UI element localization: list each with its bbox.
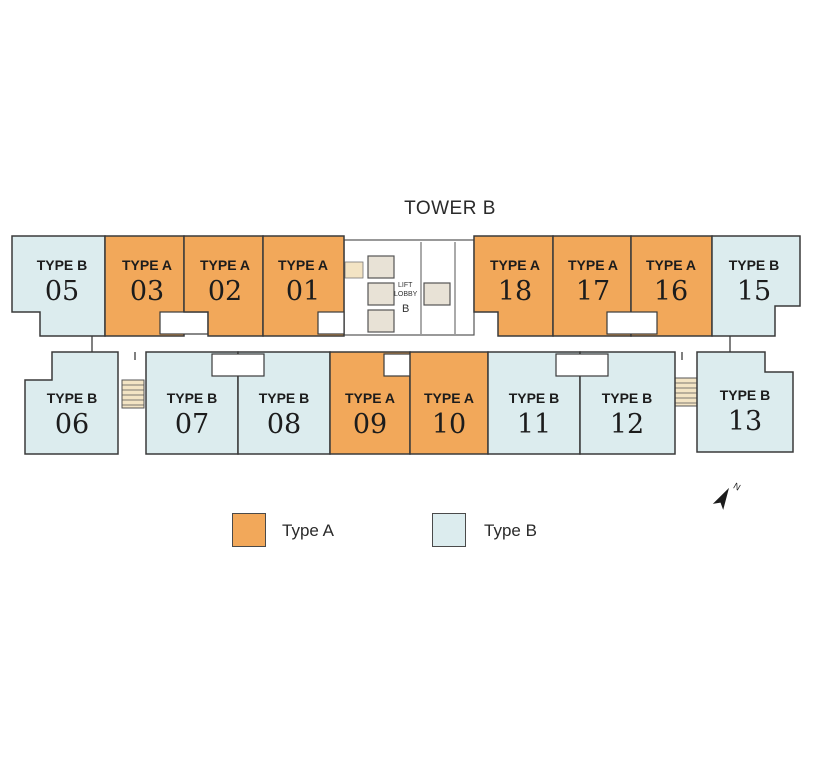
- unit-12-type: TYPE B: [602, 390, 653, 406]
- unit-08-number: 08: [267, 409, 301, 440]
- unit-07[interactable]: TYPE B 07: [145, 351, 239, 455]
- unit-10-type: TYPE A: [424, 390, 474, 406]
- legend-label-type-a: Type A: [282, 521, 334, 540]
- unit-09-type: TYPE A: [345, 390, 395, 406]
- corridor: [95, 335, 705, 355]
- legend-swatch-type-b: [432, 513, 466, 547]
- unit-03-shape: [104, 235, 185, 337]
- unit-18-type: TYPE A: [490, 257, 540, 273]
- unit-16[interactable]: TYPE A 16: [606, 235, 713, 337]
- unit-06[interactable]: TYPE B 06: [24, 351, 119, 455]
- unit-18[interactable]: TYPE A 18: [473, 235, 554, 337]
- unit-13-shape: [696, 351, 794, 453]
- legend-label-type-b: Type B: [484, 521, 537, 540]
- lift-core-outline: [343, 239, 475, 336]
- unit-11-type: TYPE B: [509, 390, 560, 406]
- unit-08-type: TYPE B: [259, 390, 310, 406]
- unit-12[interactable]: TYPE B 12: [555, 351, 676, 455]
- unit-05-number: 05: [45, 276, 79, 307]
- svg-text:N: N: [732, 481, 743, 493]
- unit-17-number: 17: [576, 276, 610, 307]
- unit-06-type: TYPE B: [47, 390, 98, 406]
- lift-shaft-4: [423, 282, 451, 306]
- unit-01-number: 01: [286, 276, 320, 307]
- lift-shaft-1: [367, 255, 395, 279]
- unit-02-number: 02: [208, 276, 242, 307]
- unit-07-type: TYPE B: [167, 390, 218, 406]
- unit-02[interactable]: TYPE A 02: [183, 235, 264, 337]
- unit-13-number: 13: [728, 406, 762, 437]
- north-arrow-icon: N: [712, 481, 743, 510]
- unit-17[interactable]: TYPE A 17: [552, 235, 632, 337]
- tower-title: TOWER B: [404, 198, 496, 219]
- lift-lobby-label-1: LIFT: [398, 282, 413, 289]
- unit-06-number: 06: [55, 409, 89, 440]
- unit-07-number: 07: [175, 409, 209, 440]
- unit-15-number: 15: [737, 276, 771, 307]
- lift-shaft-3: [367, 309, 395, 333]
- staircase-right: [674, 377, 698, 407]
- unit-12-shape: [579, 351, 676, 455]
- unit-16-balcony: [606, 311, 658, 335]
- unit-03-number: 03: [130, 276, 164, 307]
- unit-02-type: TYPE A: [200, 257, 250, 273]
- unit-17-type: TYPE A: [568, 257, 618, 273]
- unit-05-type: TYPE B: [37, 257, 88, 273]
- unit-03[interactable]: TYPE A 03: [104, 235, 209, 337]
- unit-18-number: 18: [498, 276, 532, 307]
- lift-lobby: LIFT LOBBY B: [343, 239, 475, 336]
- unit-15[interactable]: TYPE B 15: [711, 235, 801, 337]
- unit-01-type: TYPE A: [278, 257, 328, 273]
- unit-03-balcony: [159, 311, 209, 335]
- lift-shaft-2: [367, 282, 395, 306]
- unit-12-balcony: [555, 353, 609, 377]
- unit-16-number: 16: [654, 276, 688, 307]
- unit-01-balcony: [317, 311, 345, 335]
- unit-16-type: TYPE A: [646, 257, 696, 273]
- unit-03-type: TYPE A: [122, 257, 172, 273]
- stair-core-left: [344, 261, 364, 279]
- unit-12-number: 12: [610, 409, 644, 440]
- lift-lobby-letter: B: [402, 303, 409, 315]
- unit-09-number: 09: [353, 409, 387, 440]
- legend-swatch-type-a: [232, 513, 266, 547]
- staircase-left: [121, 379, 145, 409]
- unit-15-shape: [711, 235, 801, 337]
- unit-05[interactable]: TYPE B 05: [11, 235, 106, 337]
- lift-lobby-label-2: LOBBY: [394, 291, 418, 298]
- unit-06-shape: [24, 351, 119, 455]
- unit-10-number: 10: [432, 409, 466, 440]
- unit-13[interactable]: TYPE B 13: [696, 351, 794, 453]
- unit-01-shape: [262, 235, 345, 337]
- unit-11-number: 11: [517, 409, 551, 440]
- unit-08[interactable]: TYPE B 08: [211, 351, 331, 455]
- unit-10[interactable]: TYPE A 10: [409, 351, 489, 455]
- unit-13-type: TYPE B: [720, 387, 771, 403]
- unit-08-balcony: [211, 353, 265, 377]
- unit-01[interactable]: TYPE A 01: [262, 235, 345, 337]
- unit-15-type: TYPE B: [729, 257, 780, 273]
